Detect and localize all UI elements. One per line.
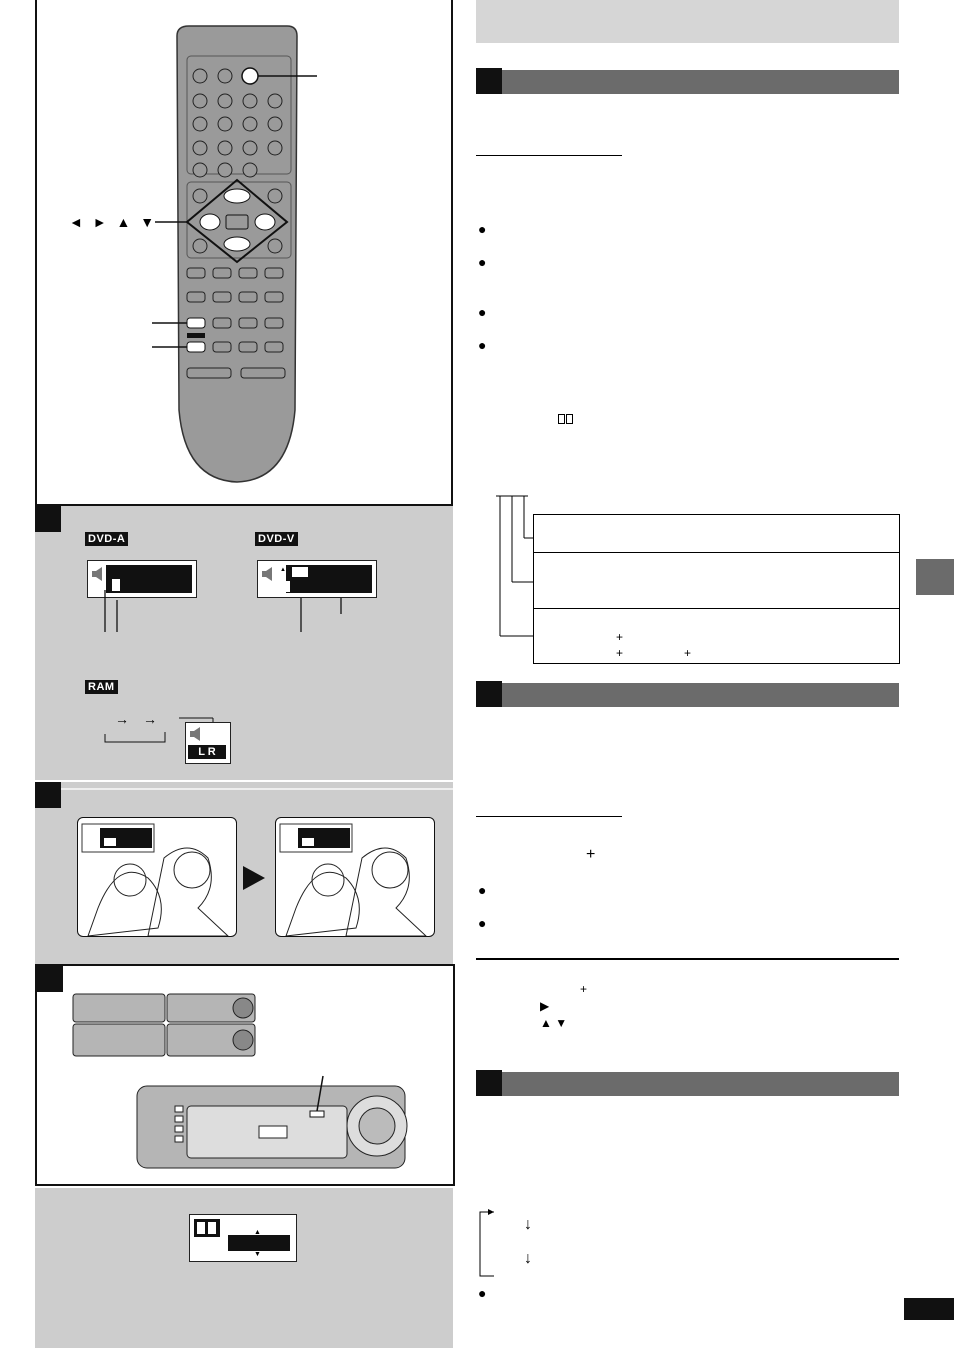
dvd-video-display: ▲	[257, 560, 377, 598]
section-number-box	[37, 966, 63, 992]
dvd-ram-tag: RAM	[85, 680, 118, 694]
side-chapter-tab	[916, 559, 954, 595]
stereo-system-illustration	[72, 993, 408, 1169]
mode-cycle-diagram	[479, 1209, 494, 1277]
up-down-arrow-icon: ▲ ▼	[540, 1016, 568, 1030]
bottom-display-panel: ▲ ▼	[35, 1188, 453, 1348]
next-arrow-icon	[243, 866, 265, 890]
section-2-number	[476, 681, 502, 707]
page-number-box	[904, 1298, 954, 1320]
section-number-box	[35, 782, 61, 808]
dolby-logo-icon	[194, 1219, 220, 1237]
bullet: ●	[478, 1285, 487, 1301]
dolby-icon	[292, 567, 308, 577]
section-1-title-bar	[502, 70, 899, 94]
speaker-icon	[262, 567, 274, 581]
section-3-number	[476, 1070, 502, 1096]
remote-control-illustration	[152, 25, 317, 483]
plus-symbol: +	[616, 646, 624, 660]
plus-symbol: +	[580, 982, 588, 996]
speaker-icon	[92, 567, 104, 581]
dvd-display-callouts	[104, 590, 342, 632]
ram-display: L R	[185, 722, 231, 764]
arrow-keys-label: ◄ ► ▲ ▼	[69, 214, 158, 230]
section-2-title-bar	[502, 683, 899, 707]
dvd-audio-tag: DVD-A	[85, 532, 129, 546]
down-arrow-icon: ↓	[524, 1250, 532, 1267]
subheading-underline	[476, 155, 622, 156]
bullet: ●	[478, 254, 487, 270]
highlighted-button-icon	[241, 67, 259, 85]
plus-symbol: +	[586, 846, 596, 863]
section-3-title-bar	[502, 1072, 899, 1096]
header-box	[476, 0, 899, 43]
ram-cycle-diagram: → →	[104, 711, 214, 762]
scene-before	[77, 817, 237, 937]
svg-text:→: →	[143, 711, 157, 727]
svg-text:→: →	[115, 711, 129, 727]
scene-after	[275, 817, 435, 937]
bullet: ●	[478, 304, 487, 320]
plus-symbol: +	[616, 630, 624, 644]
section-1-number	[476, 68, 502, 94]
bullet: ●	[478, 221, 487, 237]
table-bracket-lines	[496, 495, 534, 637]
sound-mode-display: ▲ ▼	[189, 1214, 297, 1262]
play-arrow-icon: ▶	[540, 999, 550, 1013]
bullet: ●	[478, 882, 487, 898]
main-unit-panel	[35, 964, 455, 1186]
lr-indicator: L R	[188, 745, 226, 759]
subtitle-panel	[35, 782, 453, 964]
subheading-underline	[476, 816, 622, 817]
bullet: ●	[478, 915, 487, 931]
dolby-inline-icon	[558, 414, 574, 424]
bullet: ●	[478, 337, 487, 353]
audio-display-panel: DVD-A DVD-V ▲ RAM → → L	[35, 506, 453, 780]
section-divider	[476, 958, 899, 960]
dvd-video-tag: DVD-V	[255, 532, 298, 546]
section-number-box	[35, 506, 61, 532]
remote-panel: ◄ ► ▲ ▼	[35, 0, 453, 506]
plus-symbol: +	[684, 646, 692, 660]
down-arrow-icon: ↓	[524, 1216, 532, 1233]
audio-channel-table: + + +	[533, 514, 900, 664]
